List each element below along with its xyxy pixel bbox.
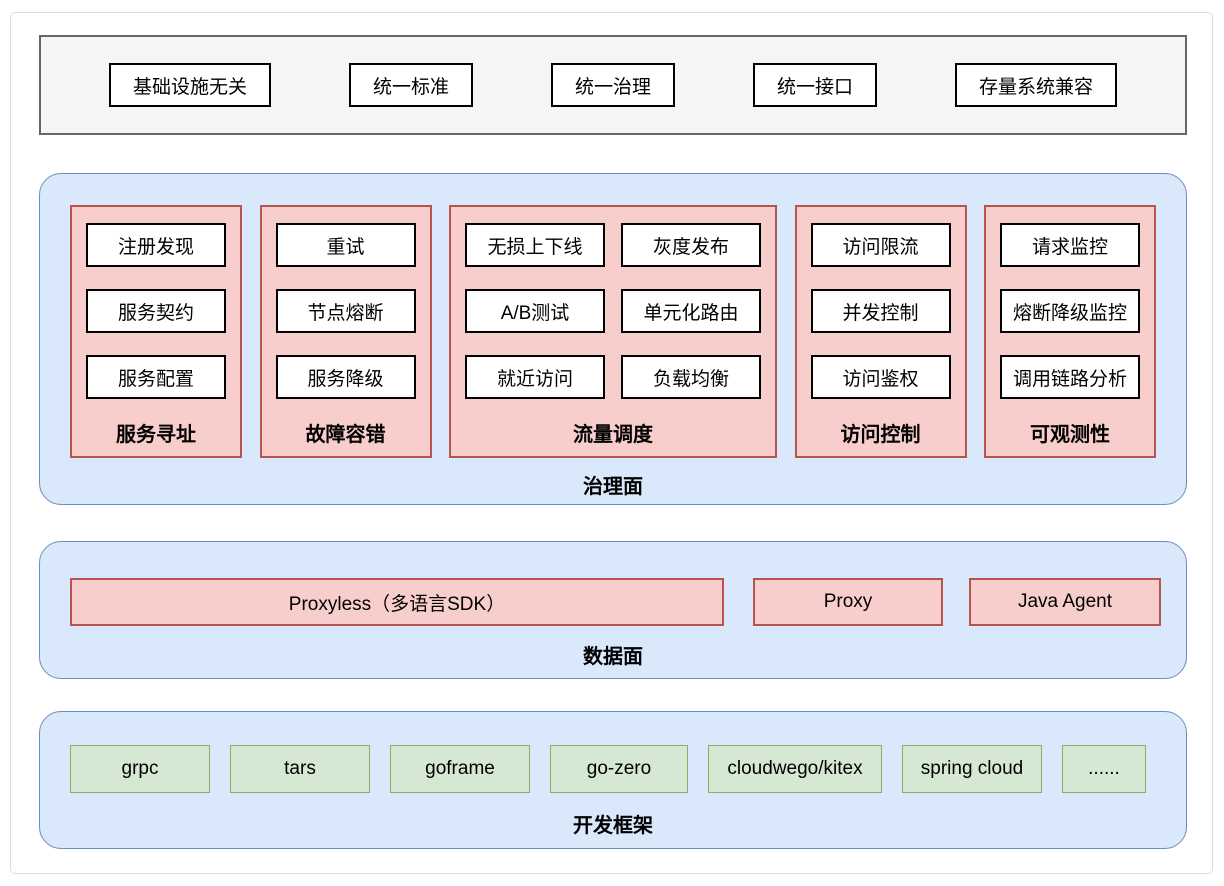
frameworks-plane-label: 开发框架 (573, 815, 653, 837)
framework-box-go-zero: go-zero (550, 745, 688, 793)
group-service-addressing: 注册发现 服务契约 服务配置 服务寻址 (70, 205, 242, 458)
principles-bar: 基础设施无关 统一标准 统一治理 统一接口 存量系统兼容 (39, 35, 1187, 135)
principle-box-infra-agnostic: 基础设施无关 (109, 63, 272, 107)
capability-box: 无损上下线 (465, 223, 605, 267)
frameworks-plane: grpc tars goframe go-zero cloudwego/kite… (39, 711, 1187, 849)
capability-box: 访问鉴权 (810, 355, 951, 399)
data-plane: Proxyless（多语言SDK） Proxy Java Agent 数据面 (39, 541, 1187, 679)
principle-box-unified-interface: 统一接口 (752, 63, 877, 107)
data-plane-label: 数据面 (583, 646, 643, 668)
capability-box: A/B测试 (465, 289, 605, 333)
framework-box-spring-cloud: spring cloud (902, 745, 1042, 793)
group-traffic-scheduling: 无损上下线 灰度发布 A/B测试 单元化路由 就近访问 负载均衡 流量调度 (449, 205, 777, 458)
group-label: 流量调度 (573, 424, 653, 446)
capability-box: 请求监控 (1000, 223, 1140, 267)
group-observability: 请求监控 熔断降级监控 调用链路分析 可观测性 (984, 205, 1156, 458)
framework-box-grpc: grpc (70, 745, 210, 793)
proxy-box: Proxy (753, 578, 943, 626)
capability-box: 重试 (275, 223, 416, 267)
capability-box: 就近访问 (465, 355, 605, 399)
capability-box: 熔断降级监控 (1000, 289, 1140, 333)
data-plane-row: Proxyless（多语言SDK） Proxy Java Agent (70, 578, 1186, 626)
framework-box-goframe: goframe (390, 745, 530, 793)
proxyless-sdk-box: Proxyless（多语言SDK） (70, 578, 724, 626)
capability-box: 负载均衡 (621, 355, 761, 399)
group-label: 故障容错 (305, 424, 386, 446)
java-agent-box: Java Agent (969, 578, 1161, 626)
framework-box-more: ...... (1062, 745, 1146, 793)
capability-box: 服务配置 (86, 355, 226, 399)
capability-box: 灰度发布 (621, 223, 761, 267)
capability-box: 注册发现 (86, 223, 226, 267)
principle-box-unified-governance: 统一治理 (550, 63, 675, 107)
principle-box-unified-standard: 统一标准 (348, 63, 473, 107)
frameworks-row: grpc tars goframe go-zero cloudwego/kite… (70, 745, 1186, 793)
governance-groups: 注册发现 服务契约 服务配置 服务寻址 重试 节点熔断 服务降级 故障容错 无损… (70, 205, 1156, 458)
diagram-outer-frame: 基础设施无关 统一标准 统一治理 统一接口 存量系统兼容 注册发现 服务契约 服… (10, 12, 1213, 874)
capability-box: 服务降级 (275, 355, 416, 399)
group-fault-tolerance: 重试 节点熔断 服务降级 故障容错 (259, 205, 432, 458)
governance-plane: 注册发现 服务契约 服务配置 服务寻址 重试 节点熔断 服务降级 故障容错 无损… (39, 173, 1187, 505)
capability-box: 节点熔断 (275, 289, 416, 333)
capability-box: 调用链路分析 (1000, 355, 1140, 399)
framework-box-cloudwego-kitex: cloudwego/kitex (708, 745, 882, 793)
capability-box: 并发控制 (810, 289, 951, 333)
principle-box-legacy-compat: 存量系统兼容 (954, 63, 1117, 107)
group-access-control: 访问限流 并发控制 访问鉴权 访问控制 (794, 205, 967, 458)
framework-box-tars: tars (230, 745, 370, 793)
capability-box: 服务契约 (86, 289, 226, 333)
group-label: 可观测性 (1030, 424, 1110, 446)
traffic-grid: 无损上下线 灰度发布 A/B测试 单元化路由 就近访问 负载均衡 (465, 223, 761, 421)
group-label: 服务寻址 (116, 424, 196, 446)
capability-box: 单元化路由 (621, 289, 761, 333)
governance-plane-label: 治理面 (583, 476, 643, 498)
group-label: 访问控制 (840, 424, 921, 446)
capability-box: 访问限流 (810, 223, 951, 267)
